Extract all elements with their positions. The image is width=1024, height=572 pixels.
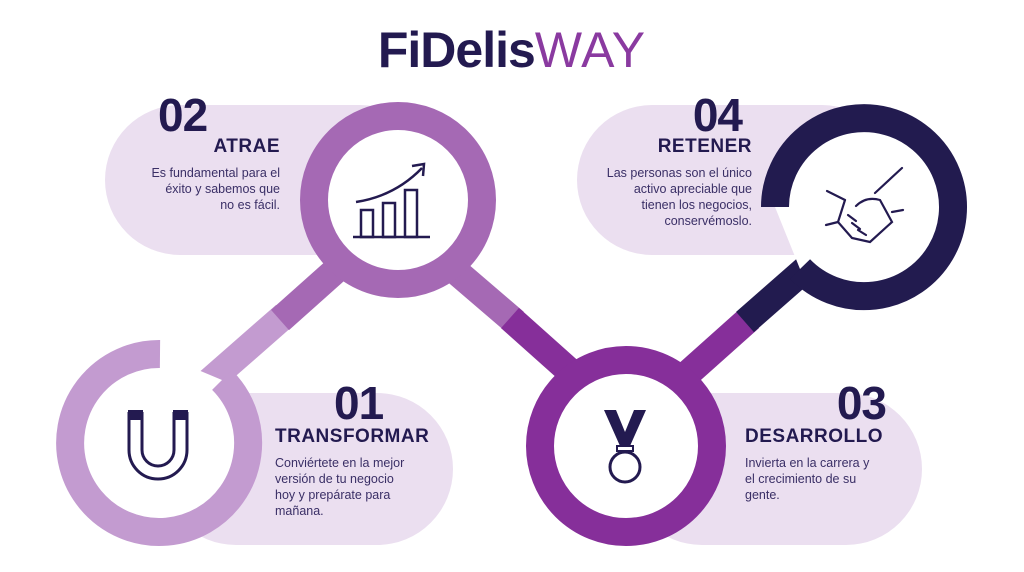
logo-text-light: WAY	[534, 22, 647, 78]
medal-icon	[604, 410, 646, 484]
desc-line: tienen los negocios,	[641, 198, 753, 212]
step-04-title: RETENER	[657, 136, 752, 157]
connector-01-02	[196, 304, 294, 396]
step-02-number: 02	[158, 89, 208, 141]
step-02-description: Es fundamental para el éxito y sabemos q…	[110, 165, 280, 213]
step-03-number: 03	[836, 377, 887, 429]
desc-line: no es fácil.	[220, 198, 280, 212]
step-04-description: Las personas son el único activo aprecia…	[570, 165, 752, 229]
desc-line: Conviértete en la mejor	[275, 456, 405, 470]
desc-line: hoy y prepárate para	[275, 488, 391, 502]
step-03-title: DESARROLLO	[745, 426, 883, 447]
ring-04	[761, 104, 967, 311]
desc-line: mañana.	[275, 504, 324, 518]
step-04-number: 04	[692, 89, 743, 141]
desc-line: éxito y sabemos que	[165, 182, 280, 196]
step-01-number: 01	[334, 377, 384, 429]
step-03-description: Invierta en la carrera y el crecimiento …	[745, 455, 915, 503]
step-01-title: TRANSFORMAR	[275, 426, 430, 447]
step-01-description: Conviértete en la mejor versión de tu ne…	[275, 455, 455, 519]
desc-line: activo apreciable que	[633, 182, 752, 196]
ring-02	[300, 102, 496, 298]
desc-line: conservémoslo.	[664, 214, 752, 228]
step-02-title: ATRAE	[213, 136, 280, 157]
desc-line: el crecimiento de su	[745, 472, 857, 486]
magnet-icon	[127, 410, 189, 481]
logo-text-bold: FiDelis	[377, 22, 536, 78]
desc-line: Las personas son el único	[606, 166, 752, 180]
brand-logo: FiDelisWAY	[0, 22, 1024, 78]
growth-chart-icon	[353, 162, 430, 239]
desc-line: versión de tu negocio	[275, 472, 394, 486]
ring-01	[56, 339, 263, 546]
handshake-icon	[824, 166, 905, 244]
desc-line: Invierta en la carrera y	[745, 456, 870, 470]
desc-line: Es fundamental para el	[151, 166, 280, 180]
desc-line: gente.	[745, 488, 780, 502]
